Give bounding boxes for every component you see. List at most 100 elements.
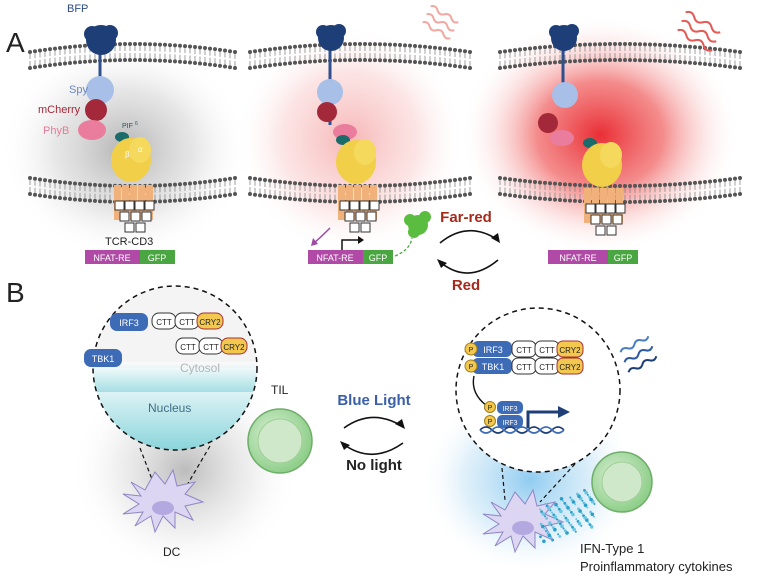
cytokine-dot <box>559 509 563 514</box>
cytokine-dot <box>581 499 584 502</box>
stage1-gfp: GFP <box>148 253 167 263</box>
label-mcherry: mCherry <box>38 104 81 116</box>
label-bfp: BFP <box>67 3 88 15</box>
cytokine-dot <box>539 522 543 526</box>
cytokine-dot <box>588 523 592 526</box>
red-light-icon <box>677 10 721 52</box>
cytokine-dot <box>556 505 559 508</box>
stage2-construct <box>316 24 380 233</box>
transcription-arrow <box>526 410 560 428</box>
label-spy: Spy <box>69 84 88 96</box>
far-red-label: Far-red <box>440 209 492 226</box>
stage3-nfat: NFAT-RE <box>559 253 596 263</box>
rctt-1b: CTT <box>539 346 555 355</box>
stage2-gfp: GFP <box>369 253 388 263</box>
cytokine-dot <box>589 497 593 502</box>
cytokine-dot <box>541 512 546 516</box>
cry2-2: CRY2 <box>223 343 245 352</box>
right-irf3-label: IRF3 <box>483 345 503 355</box>
cytokine-dot <box>552 513 556 517</box>
blue-light-label: Blue Light <box>337 392 410 409</box>
cytokine-dot <box>563 529 567 533</box>
cytokine-dot <box>586 506 589 509</box>
cytokine-dot <box>569 496 572 499</box>
til-cell-right <box>591 451 653 513</box>
blue-light-arrow <box>343 416 403 429</box>
cytokine-dot <box>545 504 549 508</box>
membranes <box>28 42 742 204</box>
stage2-gfp-box <box>363 250 393 264</box>
cytokine-dot <box>551 526 555 529</box>
rctt-2b: CTT <box>539 363 555 372</box>
cytokine-dot <box>560 524 564 528</box>
stage3-construct <box>538 24 626 236</box>
cytokine-dot <box>589 525 594 529</box>
til-cell-left <box>247 408 313 474</box>
cytokine-dot <box>578 509 582 513</box>
stage3-gfp: GFP <box>614 253 633 263</box>
stage3-nfat-box <box>548 250 608 264</box>
right-irf3 <box>472 341 512 357</box>
nuclear-irf3-1 <box>497 401 523 414</box>
cytokine-dot <box>546 531 550 535</box>
phospho-3-label: P <box>488 405 493 412</box>
stage2-nfat-box <box>308 250 363 264</box>
no-light-arrow <box>342 442 404 455</box>
output-ifn: IFN-Type 1 <box>580 541 644 556</box>
cytokine-dot <box>577 494 581 499</box>
cytokine-dot <box>564 516 568 520</box>
cytokine-dot <box>558 535 562 538</box>
left-irf3-label: IRF3 <box>119 318 139 328</box>
phospho-4-label: P <box>488 419 493 426</box>
label-pif-sup: 6 <box>135 121 138 127</box>
cytokine-dot <box>548 521 552 525</box>
cytokine-dot <box>571 500 576 504</box>
cytokine-dot <box>557 520 561 524</box>
cytosol-label: Cytosol <box>180 361 220 375</box>
cytokine-dot <box>577 507 580 511</box>
stage2-nfat: NFAT-RE <box>316 253 353 263</box>
left-irf3 <box>110 313 148 331</box>
cytokine-dot <box>588 495 591 499</box>
cytokine-dot <box>574 503 577 506</box>
dc-label: DC <box>163 545 181 559</box>
stage3-gfp-box <box>608 250 638 264</box>
til-label: TIL <box>271 383 289 397</box>
nuclear-irf3-2 <box>497 415 523 428</box>
cytokine-dot <box>583 516 587 520</box>
label-beta: β <box>125 150 130 159</box>
gfp-expression-arrow <box>394 237 413 257</box>
cytokine-dot <box>571 512 575 517</box>
dc-cell-left <box>122 468 205 534</box>
cytokine-dot <box>556 518 558 521</box>
ctt-chain-1 <box>151 312 224 330</box>
cytokine-dot <box>541 524 545 529</box>
cytokine-dot <box>550 524 553 527</box>
label-phyb: PhyB <box>43 125 69 137</box>
panel-b-label: B <box>6 277 25 308</box>
right-ctt-chain-2 <box>511 357 584 375</box>
left-tbk1-label: TBK1 <box>92 354 115 364</box>
cytokine-dot <box>553 527 557 532</box>
cytokine-dot <box>574 530 577 533</box>
panel-a-label: A <box>6 27 25 58</box>
stage1-nfat: NFAT-RE <box>93 253 130 263</box>
stage1-nfat-box <box>85 250 140 264</box>
cytokine-dot <box>593 503 596 505</box>
label-alpha: α <box>138 145 143 154</box>
far-red-arrow <box>439 229 499 244</box>
phospho-1 <box>464 342 478 356</box>
dna-helix <box>479 426 565 434</box>
gfp-protein <box>404 211 431 238</box>
cytokine-dot <box>572 527 576 532</box>
rcry2-1: CRY2 <box>559 346 581 355</box>
cytokine-dot <box>580 524 583 527</box>
red-arrow <box>439 259 499 274</box>
cytokine-dot <box>544 502 547 505</box>
cytokine-dot <box>547 506 551 510</box>
phospho-2-label: P <box>469 364 474 371</box>
cytokine-dot <box>577 521 582 526</box>
ctt-chain-2 <box>175 337 248 355</box>
cytokine-dot <box>565 531 569 535</box>
cytokine-dot <box>542 539 546 544</box>
